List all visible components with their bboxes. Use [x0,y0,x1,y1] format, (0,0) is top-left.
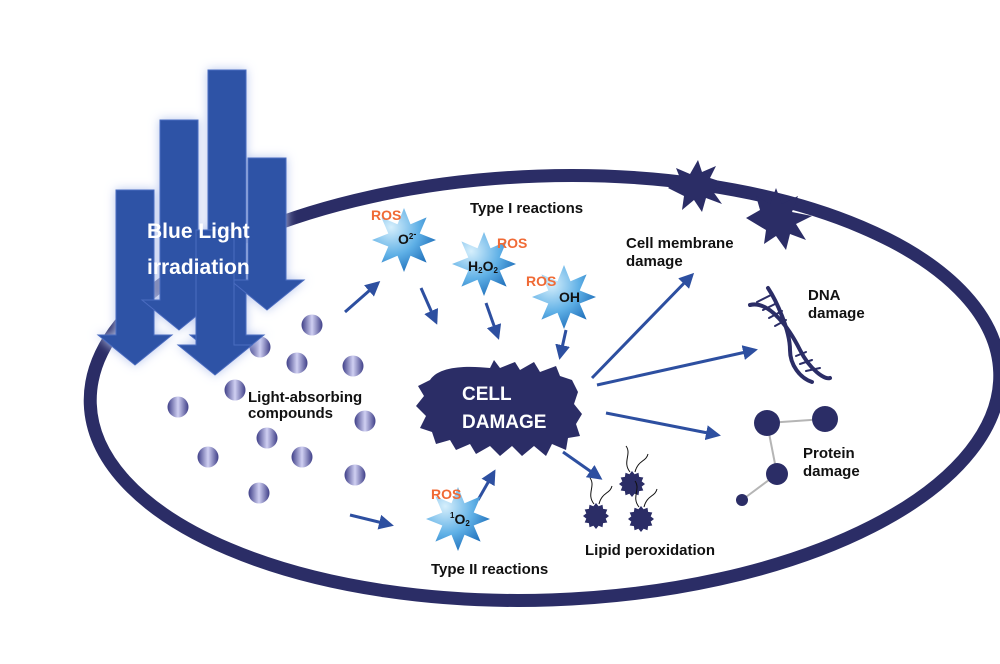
type1-reactions-label: Type I reactions [470,200,583,217]
ros-star [372,208,436,272]
compound-sphere [291,446,313,468]
membrane-damage-spike-1 [668,160,728,212]
compound-sphere [256,427,278,449]
protein-damage-label-line1: Protein [803,445,855,462]
membrane-damage-label-line1: Cell membrane [626,235,734,252]
singlet-oxygen-formula: 1O2 [450,511,470,528]
cell-damage-label-line1: CELL [462,384,512,405]
membrane-damage-label-line2: damage [626,253,683,270]
compound-sphere [224,379,246,401]
dna-damage-label-line1: DNA [808,287,841,304]
flow-arrow [562,450,603,480]
flow-arrow [596,345,758,387]
blue-light-arrows [96,69,306,376]
lipid-molecule [619,471,645,497]
flow-arrow [484,302,502,340]
light-arrow [228,157,306,311]
dna-icon [748,286,832,384]
blue-light-label-line1: Blue Light [147,220,250,243]
ros-tag-hydrogen-peroxide: ROS [497,235,527,251]
compound-sphere [286,352,308,374]
flow-arrow [590,272,695,380]
ros-tag-superoxide: ROS [371,207,401,223]
compound-sphere [248,482,270,504]
compound-sphere [354,410,376,432]
compound-sphere [344,464,366,486]
flow-arrow [344,281,381,314]
flow-arrow [349,513,394,530]
compound-sphere [301,314,323,336]
ros-stars [372,208,596,551]
light-absorbing-label-line2: compounds [248,405,333,422]
lipid-tail [625,445,631,473]
protein-icon [736,406,838,506]
ros-star [532,265,596,329]
dna-damage-label-line2: damage [808,305,865,322]
flow-arrow [605,411,721,441]
hydrogen-peroxide-formula: H2O2 [468,258,498,275]
superoxide-formula: O2- [398,229,416,247]
lipid-molecule [583,503,609,529]
light-arrow [96,189,174,366]
protein-damage-label-line2: damage [803,463,860,480]
compound-sphere [197,446,219,468]
lipid-tail [598,485,613,505]
lipid-tail [643,488,658,508]
ros-tag-hydroxyl: ROS [526,273,556,289]
ros-star [426,487,490,551]
ros-tag-singlet-oxygen: ROS [431,486,461,502]
flow-arrow [419,287,439,325]
membrane-damage-spike-2 [746,188,812,250]
flow-arrow [476,469,496,501]
flow-arrows [344,272,758,530]
type2-reactions-label: Type II reactions [431,561,548,578]
ros-star [452,232,516,296]
lipid-peroxidation-label: Lipid peroxidation [585,542,715,559]
cell-damage-blob [416,360,582,456]
compound-sphere [167,396,189,418]
light-absorbing-compounds [167,314,376,504]
cell-damage-label-line2: DAMAGE [462,412,546,433]
compound-sphere [342,355,364,377]
blue-light-label-line2: irradiation [147,256,250,279]
lipid-molecules-icon [583,445,658,532]
lipid-tail [634,480,640,508]
lipid-tail [634,453,649,473]
lipid-tail [589,477,595,505]
flow-arrow [555,329,570,360]
light-absorbing-label-line1: Light-absorbing [248,389,362,406]
lipid-molecule [628,506,654,532]
light-arrow [176,229,254,376]
hydroxyl-formula: OH [559,289,580,305]
